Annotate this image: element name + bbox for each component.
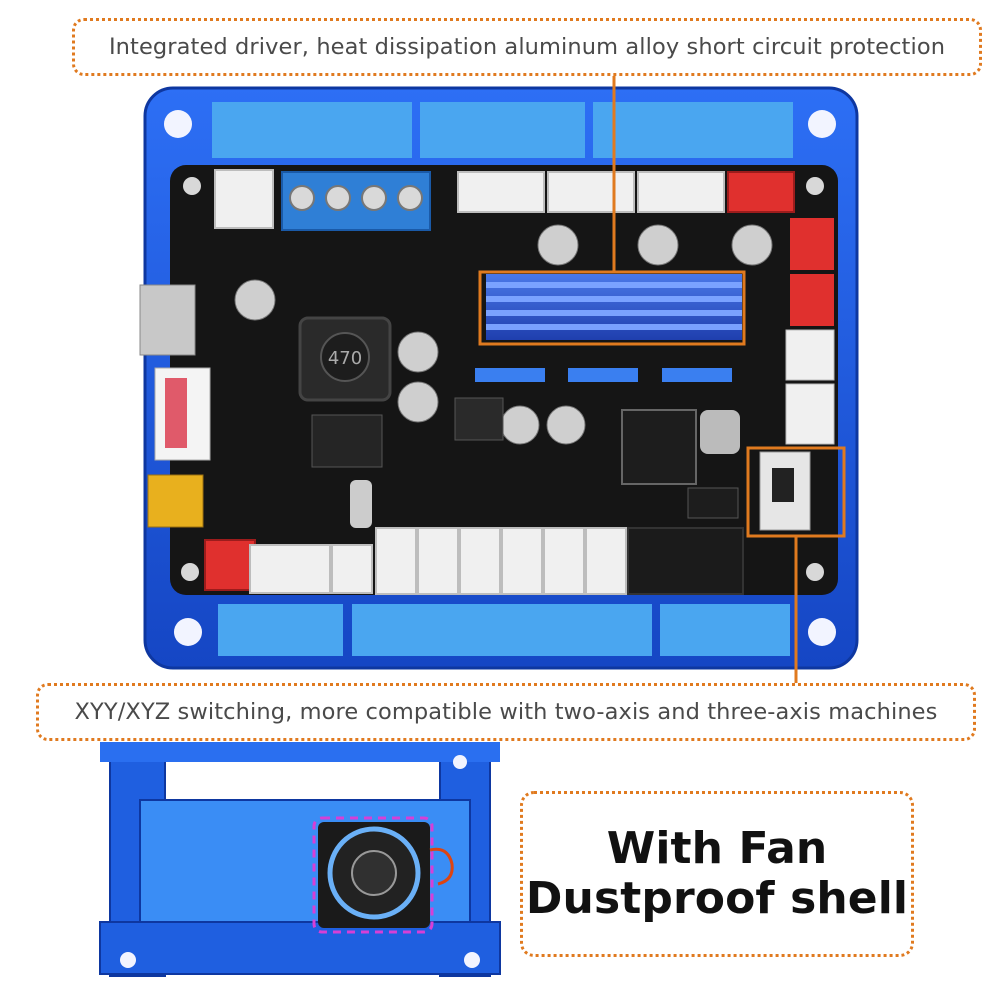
axis-headers — [475, 368, 732, 382]
callout-fan: With Fan Dustproof shell — [520, 791, 914, 957]
callout-middle: XYY/XYZ switching, more compatible with … — [36, 683, 976, 741]
components: 470 — [234, 224, 773, 528]
inductor-label: 470 — [328, 348, 362, 369]
callout-fan-line2: Dustproof shell — [525, 873, 909, 924]
screw-terminal — [281, 171, 431, 231]
heatsink — [486, 274, 742, 340]
top-connectors — [214, 169, 795, 229]
callout-middle-text: XYY/XYZ switching, more compatible with … — [74, 699, 938, 725]
highlight-markers — [478, 72, 846, 683]
xyz-switch — [759, 451, 811, 531]
right-connectors — [785, 218, 835, 445]
fan-shell — [99, 742, 501, 977]
left-ports — [139, 284, 211, 528]
bottom-connectors — [204, 527, 744, 595]
callout-fan-line1: With Fan — [606, 823, 828, 874]
callout-top-text: Integrated driver, heat dissipation alum… — [108, 34, 946, 60]
callout-top: Integrated driver, heat dissipation alum… — [72, 18, 982, 76]
